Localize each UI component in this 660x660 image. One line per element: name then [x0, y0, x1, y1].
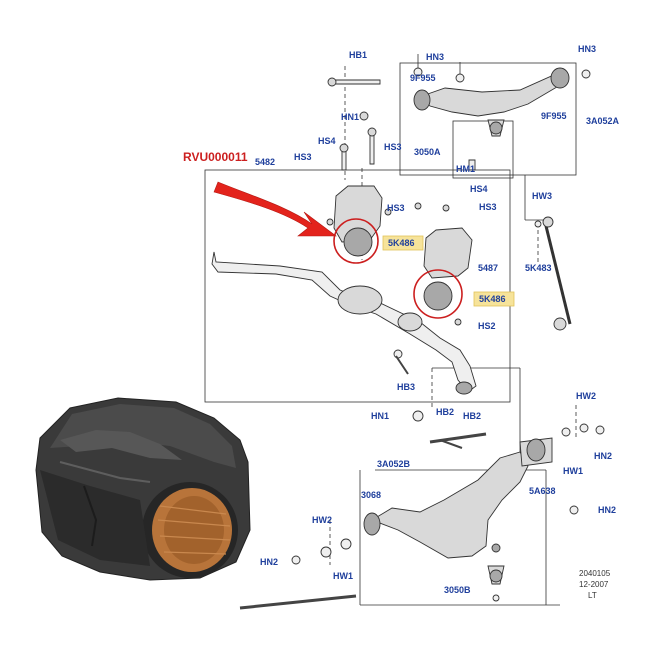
stamp-line-1: 2040105 — [579, 569, 611, 578]
label-hs3-d: HS3 — [479, 202, 497, 212]
label-hm1: HM1 — [456, 164, 475, 174]
label-hs4-b: HS4 — [470, 184, 488, 194]
label-hn2-c: HN2 — [260, 557, 278, 567]
label-5k483: 5K483 — [525, 263, 552, 273]
label-hn2-b: HN2 — [598, 505, 616, 515]
label-hs3-a: HS3 — [294, 152, 312, 162]
label-5a638: 5A638 — [529, 486, 556, 496]
label-hb1: HB1 — [349, 50, 367, 60]
label-3a052a: 3A052A — [586, 116, 620, 126]
stamp-line-3: LT — [588, 591, 597, 600]
bushing-highlight-circle-1 — [333, 218, 379, 264]
label-hs4-a: HS4 — [318, 136, 336, 146]
stabilizer-bar — [211, 251, 477, 395]
label-3a052b: 3A052B — [377, 459, 411, 469]
label-5487: 5487 — [478, 263, 498, 273]
label-3050a: 3050A — [414, 147, 441, 157]
lower-control-arm — [363, 437, 553, 602]
label-9f955-right: 9F955 — [541, 111, 567, 121]
label-hw1-b: HW1 — [333, 571, 353, 581]
label-5k486-a: 5K486 — [388, 238, 415, 248]
upper-control-arm — [413, 67, 591, 171]
bushing-bracket-right — [414, 202, 473, 326]
highlight-5k486-a — [382, 235, 424, 251]
bushing-highlight-circle-2 — [413, 269, 463, 319]
bushing-photo — [35, 397, 251, 581]
bushing-bracket-left — [326, 185, 392, 257]
highlight-5k486-b — [473, 291, 515, 307]
label-hw1-a: HW1 — [563, 466, 583, 476]
label-hw2-b: HW2 — [312, 515, 332, 525]
label-hs3-b: HS3 — [384, 142, 402, 152]
label-9f955-left: 9F955 — [410, 73, 436, 83]
stabilizer-link — [534, 216, 572, 331]
label-hs2: HS2 — [478, 321, 496, 331]
lower-bolts — [239, 349, 605, 610]
label-hb2-b: HB2 — [463, 411, 481, 421]
red-arrow — [213, 181, 337, 237]
label-hn3-top: HN3 — [426, 52, 444, 62]
label-hs3-c: HS3 — [387, 203, 405, 213]
label-hn1-a: HN1 — [341, 112, 359, 122]
label-hw3: HW3 — [532, 191, 552, 201]
label-5482: 5482 — [255, 157, 275, 167]
stamp-line-2: 12-2007 — [579, 580, 609, 589]
label-5k486-b: 5K486 — [479, 294, 506, 304]
label-hw2-a: HW2 — [576, 391, 596, 401]
label-hb3: HB3 — [397, 382, 415, 392]
label-hn2-a: HN2 — [594, 451, 612, 461]
bolts-top-left — [327, 77, 381, 171]
label-hn3-right: HN3 — [578, 44, 596, 54]
callout-label: RVU000011 — [183, 150, 248, 164]
label-3068: 3068 — [361, 490, 381, 500]
label-hb2-a: HB2 — [436, 407, 454, 417]
label-3050b: 3050B — [444, 585, 471, 595]
label-hn1-b: HN1 — [371, 411, 389, 421]
